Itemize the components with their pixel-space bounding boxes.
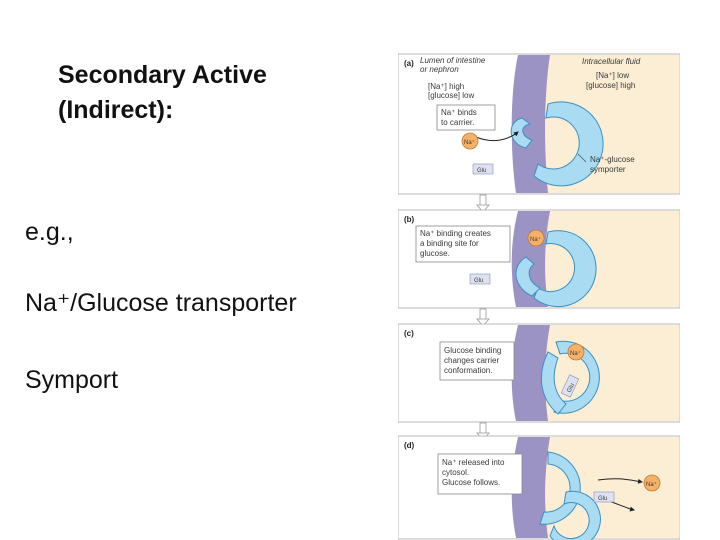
- panel-d-callout-line-3: Glucose follows.: [442, 478, 500, 487]
- panel-d-callout-line-1: Na⁺ released into: [442, 458, 505, 467]
- panel-d-na-arrow: [597, 478, 643, 484]
- panel-d-sodium-ion: [643, 474, 661, 492]
- panel-b-sodium-ion: [527, 229, 545, 247]
- panel-b-carrier: [533, 230, 597, 308]
- slide-title-line-1: Secondary Active: [58, 61, 267, 89]
- panel-a-glu-tag: Glu: [477, 168, 486, 174]
- panel-b-na-tag: Na⁺: [530, 236, 541, 243]
- bullet-example: e.g.,: [25, 218, 74, 246]
- panel-a: (a) Lumen of intestine or nephron [Na⁺] …: [398, 53, 680, 195]
- lumen-na-conc: [Na⁺] high: [428, 82, 464, 91]
- panel-d-glucose: [593, 491, 615, 503]
- panel-c-callout-box: [439, 341, 515, 381]
- panel-a-callout-box: [436, 104, 496, 131]
- panel-d-glu-tag: Glu: [598, 496, 607, 502]
- panel-c-carrier-gate: [540, 351, 567, 415]
- step-arrow-a-b: [476, 194, 490, 213]
- panel-c: (c) Glucose binding changes carrier conf…: [398, 323, 680, 423]
- panel-a-sodium-ion: [461, 132, 479, 150]
- step-arrow-b-c: [476, 308, 490, 327]
- panel-b-callout-line-3: glucose.: [420, 249, 450, 258]
- symporter-leader-line: [577, 153, 587, 163]
- panel-c-callout-line-1: Glucose binding: [444, 346, 501, 355]
- panel-a-carrier: [533, 101, 604, 187]
- panel-d-callout-line-2: cytosol.: [442, 468, 469, 477]
- panel-c-na-tag: Na⁺: [570, 350, 581, 357]
- panel-d-callout-box: [437, 453, 523, 495]
- panel-b-glu-tag: Glu: [474, 278, 483, 284]
- panel-b-callout-line-1: Na⁺ binding creates: [420, 229, 491, 238]
- panel-a-glucose: [472, 163, 494, 175]
- panel-d-letter: (d): [404, 441, 415, 450]
- panel-b-carrier-gate: [515, 256, 541, 297]
- lumen-glucose-conc: [glucose] low: [428, 91, 474, 100]
- bullet-symport: Symport: [25, 366, 119, 394]
- icf-label: Intracellular fluid: [582, 57, 641, 66]
- na-glucose-symporter-figure: (a) Lumen of intestine or nephron [Na⁺] …: [398, 53, 680, 540]
- panel-c-glucose: Glu: [560, 374, 580, 398]
- panel-a-callout-line-1: Na⁺ binds: [441, 108, 477, 117]
- panel-c-callout-line-3: conformation.: [444, 366, 492, 375]
- panel-c-callout-line-2: changes carrier: [444, 356, 499, 365]
- panel-d-carrier: [539, 451, 581, 525]
- panel-d: (d) Na⁺ released into cytosol. Glucose f…: [398, 435, 680, 540]
- lumen-label-2: or nephron: [420, 65, 459, 74]
- panel-a-letter: (a): [404, 59, 414, 68]
- panel-c-letter: (c): [404, 329, 414, 338]
- lumen-label-1: Lumen of intestine: [420, 56, 486, 65]
- symporter-label-2: symporter: [590, 165, 626, 174]
- panel-b-callout-line-2: a binding site for: [420, 239, 479, 248]
- icf-na-conc: [Na⁺] low: [596, 71, 629, 80]
- panel-d-na-tag: Na⁺: [646, 481, 657, 488]
- panel-d-carrier-lower: [549, 490, 601, 540]
- panel-c-carrier: [553, 340, 600, 414]
- slide-title: Secondary Active (Indirect):: [58, 58, 358, 128]
- bullet-transporter: Na⁺/Glucose transporter: [25, 289, 297, 317]
- panel-c-membrane: [511, 325, 550, 421]
- panel-a-na-arrow: [475, 131, 519, 142]
- panel-c-sodium-ion: [567, 343, 585, 361]
- panel-c-glu-tag: Glu: [567, 383, 576, 394]
- icf-glucose-conc: [glucose] high: [586, 81, 635, 90]
- panel-b-letter: (b): [404, 215, 415, 224]
- slide-title-line-2: (Indirect):: [58, 96, 174, 124]
- panel-b-glucose: [469, 273, 491, 285]
- panel-a-carrier-gate: [510, 117, 533, 149]
- panel-a-callout-line-2: to carrier.: [441, 118, 474, 127]
- panel-a-membrane: [511, 55, 550, 193]
- panel-a-na-tag: Na⁺: [464, 139, 475, 146]
- symporter-label-1: Na⁺-glucose: [590, 155, 635, 164]
- panel-b: (b) Na⁺ binding creates a binding site f…: [398, 209, 680, 309]
- panel-b-callout-box: [415, 225, 511, 263]
